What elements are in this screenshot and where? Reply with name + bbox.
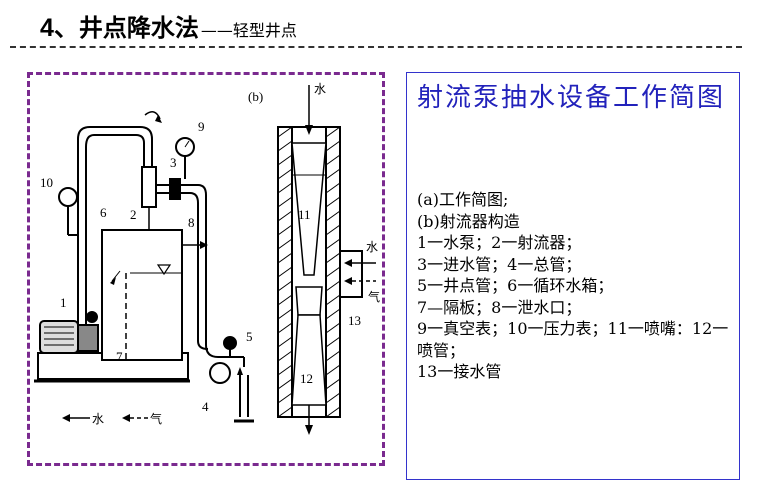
caption-box: 射流泵抽水设备工作简图 (a)工作简图; (b)射流器构造 1一水泵；2一射流器… bbox=[406, 72, 740, 480]
part-number-6: 6 bbox=[100, 205, 107, 220]
ejector bbox=[141, 166, 157, 208]
part-number-5: 5 bbox=[246, 329, 253, 344]
caption-line: 7—隔板；8一泄水口； bbox=[417, 297, 582, 317]
jet-pump-diagram: (b) 水 水 气 水 气 1 2 3 4 5 6 7 8 9 10 11 12… bbox=[34, 82, 380, 435]
label-gas-side: 气 bbox=[368, 289, 380, 304]
motor bbox=[39, 320, 79, 354]
label-water-side: 水 bbox=[366, 240, 378, 254]
heading-dash: —— bbox=[200, 21, 233, 40]
circulating-tank bbox=[101, 229, 183, 361]
legend-gas-label: 气 bbox=[150, 411, 162, 426]
part-number-3: 3 bbox=[170, 155, 177, 170]
caption-title: 射流泵抽水设备工作简图 bbox=[417, 83, 726, 113]
caption-line: (a)工作简图; bbox=[417, 190, 509, 209]
part-number-4: 4 bbox=[202, 399, 209, 414]
heading-subtitle: 轻型井点 bbox=[232, 21, 297, 40]
caption-line: (b)射流器构造 bbox=[417, 211, 520, 231]
slide-heading: 4、井点降水法——轻型井点 bbox=[40, 8, 297, 42]
water-pump bbox=[77, 324, 99, 352]
dashed-divider bbox=[10, 46, 742, 48]
part-number-12: 12 bbox=[300, 371, 313, 386]
label-b: (b) bbox=[248, 89, 263, 104]
part-number-2: 2 bbox=[130, 207, 137, 222]
heading-title: 井点降水法 bbox=[78, 14, 199, 42]
heading-number: 4、 bbox=[40, 14, 79, 42]
caption-line: 5一井点管；6一循环水箱； bbox=[417, 276, 614, 295]
part-number-11: 11 bbox=[298, 207, 311, 222]
label-water-top: 水 bbox=[314, 82, 326, 96]
caption-lines: (a)工作简图; (b)射流器构造 1一水泵；2一射流器； 3一进水管；4一总管… bbox=[417, 189, 739, 383]
caption-line: 13一接水管 bbox=[417, 362, 502, 381]
caption-line: 9一真空表；10一压力表；11一喷嘴：12一喷管； bbox=[417, 319, 729, 360]
part-number-9: 9 bbox=[198, 119, 205, 134]
caption-line: 1一水泵；2一射流器； bbox=[417, 233, 582, 252]
caption-line: 3一进水管；4一总管； bbox=[417, 254, 582, 274]
part-number-1: 1 bbox=[60, 295, 67, 310]
legend-water-label: 水 bbox=[92, 412, 104, 426]
part-number-13: 13 bbox=[348, 313, 361, 328]
figure-frame: (b) 水 水 气 水 气 1 2 3 4 5 6 7 8 9 10 11 12… bbox=[27, 72, 385, 466]
part-number-7: 7 bbox=[116, 349, 123, 364]
part-number-8: 8 bbox=[188, 215, 195, 230]
part-number-10: 10 bbox=[40, 175, 53, 190]
